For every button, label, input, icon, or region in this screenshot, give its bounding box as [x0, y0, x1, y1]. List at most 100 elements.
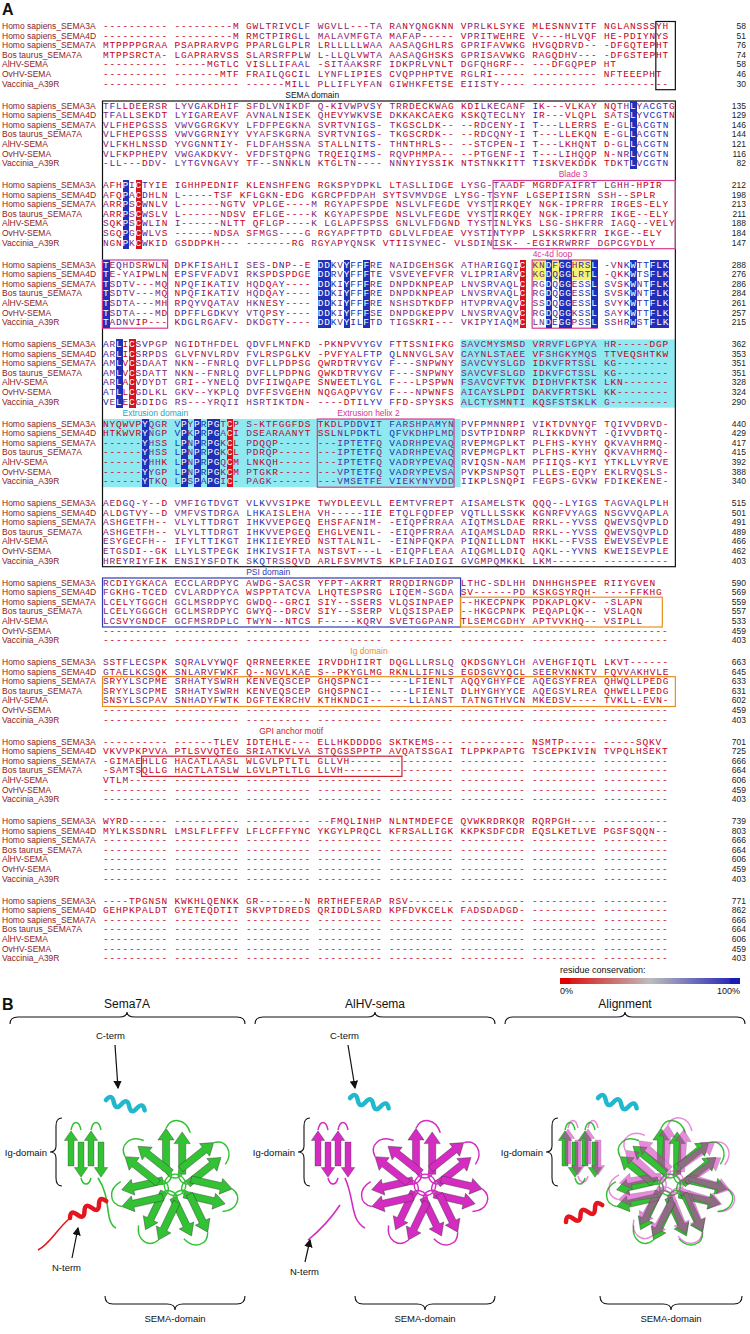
residue-run: Q — [162, 476, 175, 487]
residue-run: S — [149, 209, 156, 220]
residue-run: ES-ELY — [630, 199, 669, 210]
residue-run: ------ — [181, 218, 220, 229]
domain-box — [103, 578, 461, 627]
residue-run: VF — [227, 110, 240, 121]
residue-run: LG — [506, 358, 519, 369]
residue-run: FG — [357, 31, 370, 42]
residue-run: SE — [253, 428, 266, 439]
residue-run: MGP — [487, 438, 507, 449]
residue-run: T — [474, 508, 481, 519]
residue-run: E — [630, 476, 637, 487]
residue-run: LK — [253, 498, 266, 509]
residue-run: I — [474, 457, 481, 468]
residue-run: P — [481, 476, 488, 487]
residue-run: F — [259, 387, 266, 398]
residue-run: P — [422, 419, 429, 430]
residue-run: T — [350, 438, 357, 449]
residue-number: 340 — [732, 477, 746, 487]
residue-run: I — [357, 397, 364, 408]
residue-run: N — [637, 288, 644, 299]
residue-run: --L — [552, 498, 572, 509]
residue-run: V — [357, 387, 364, 398]
domain-label: SEMA domain — [285, 91, 339, 101]
residue-run: P — [246, 476, 253, 487]
residue-run: S — [370, 129, 377, 140]
residue-run: AQ — [441, 447, 454, 458]
sequence-line: AMLVCSDATT NKN--FNRLQ DVFLLPDPNG QWKDTRV… — [103, 369, 669, 379]
residue-run: NR — [507, 428, 520, 439]
residue-run: Y — [591, 447, 598, 458]
domain-label: 4c-4d loop — [533, 250, 573, 260]
residue-run: Y- — [506, 120, 519, 131]
residue-run: V — [155, 228, 162, 239]
residue-run: N — [207, 158, 214, 169]
sequence-line: NGNPKCWKID GSDDPKH--- -------RG RGYAPYQN… — [103, 239, 656, 249]
residue-run: V — [494, 298, 501, 309]
residue-run: I — [532, 110, 539, 121]
residue-run: LSN — [487, 476, 507, 487]
residue-run: M — [311, 199, 318, 210]
residue-run: NR — [546, 508, 559, 519]
residue-run: KG — [533, 269, 546, 280]
residue-run: YVG — [175, 139, 195, 150]
residue-run: HKN — [246, 298, 266, 309]
sequence-line: ARLICSVPGP NGIDTHFDEL QDVFLMNFKD -PKNPVV… — [103, 340, 669, 350]
residue-run: V — [435, 457, 442, 468]
residue-run: DPNG QWKDTR — [285, 368, 357, 379]
residue-run: R — [643, 438, 650, 449]
residue-run: NS — [266, 180, 279, 191]
residue-run: E — [162, 180, 175, 191]
residue-run: I — [565, 190, 572, 201]
residue-run: V — [487, 368, 494, 379]
residue-run: D — [637, 428, 644, 439]
residue-run: A — [201, 110, 208, 121]
residue-run: DE V — [448, 199, 474, 210]
residue-run: SES — [246, 260, 266, 271]
residue-run: PD — [506, 387, 519, 398]
residue-run: YNELQ — [207, 377, 240, 388]
residue-run: FNRLQ — [207, 358, 240, 369]
residue-run — [168, 397, 175, 408]
residue-run: KS — [357, 59, 370, 70]
residue-run: D — [461, 428, 468, 439]
residue-run: K-------- — [611, 387, 670, 398]
residue-run: I — [494, 269, 501, 280]
residue-run: V — [513, 269, 520, 280]
residue-run: I — [467, 498, 474, 509]
residue-run: T — [350, 447, 357, 458]
residue-run: A — [220, 428, 227, 439]
residue-number: 135 — [732, 102, 746, 112]
residue-run: Q — [376, 457, 383, 468]
residue-run: M — [487, 339, 494, 350]
residue-run: DNPDG — [389, 308, 422, 319]
residue-run: ETF — [357, 476, 377, 487]
residue-run: H — [572, 260, 579, 271]
residue-run: R — [207, 120, 214, 131]
residue-run: DRH — [402, 447, 422, 458]
residue-run: L — [149, 218, 156, 229]
residue-run: QF — [389, 428, 402, 439]
residue-run: T — [350, 467, 357, 478]
residue-run: P — [611, 238, 618, 249]
residue-run: - — [598, 269, 611, 280]
residue-run: S — [604, 288, 611, 299]
residue-run: S — [402, 50, 409, 61]
residue-run: KLSY — [487, 21, 513, 32]
species-name: AlHV-SEMA — [2, 458, 48, 468]
residue-run: - — [162, 158, 175, 169]
residue-number: 324 — [732, 388, 746, 398]
residue-run: IIS — [467, 79, 487, 90]
residue-run: S — [598, 190, 605, 201]
residue-run: C — [331, 190, 338, 201]
residue-run: I — [155, 180, 162, 191]
residue-run: L — [481, 508, 488, 519]
residue-run: T — [233, 498, 240, 509]
residue-run: RG — [285, 31, 298, 42]
residue-run — [454, 467, 461, 478]
residue-run: P — [181, 279, 188, 290]
residue-run: R — [448, 269, 455, 280]
residue-run: --- — [136, 288, 156, 299]
residue-run: I — [532, 101, 539, 112]
residue-run: N — [220, 209, 227, 220]
residue-run: YWK — [344, 110, 364, 121]
